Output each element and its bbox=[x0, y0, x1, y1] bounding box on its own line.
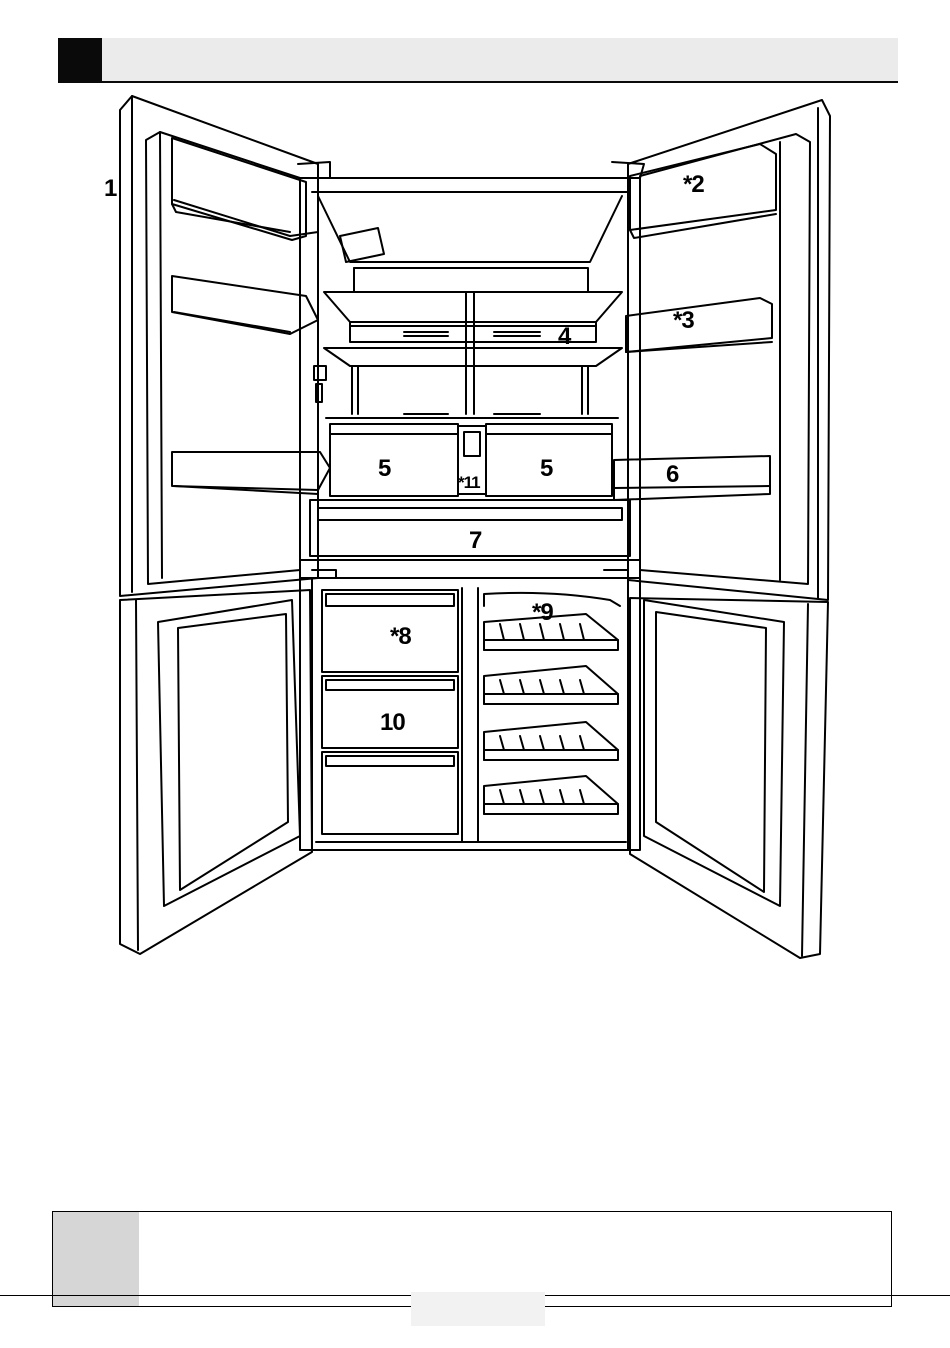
callout-5-left: 5 bbox=[378, 455, 391, 482]
callout-1: 1 bbox=[104, 175, 117, 202]
lower-left-door bbox=[120, 590, 312, 954]
note-icon-area bbox=[53, 1212, 139, 1306]
callout-5-right: 5 bbox=[540, 455, 553, 482]
callout-9: *9 bbox=[532, 599, 553, 626]
callout-8: *8 bbox=[390, 623, 411, 650]
upper-right-door bbox=[614, 100, 830, 600]
upper-left-door bbox=[120, 96, 330, 596]
callout-2: *2 bbox=[683, 171, 704, 198]
callout-3: *3 bbox=[673, 307, 694, 334]
callout-10: 10 bbox=[380, 709, 405, 736]
wine-racks bbox=[484, 593, 620, 814]
lower-right-door bbox=[630, 598, 828, 958]
cabinet bbox=[298, 162, 644, 850]
callout-7: 7 bbox=[469, 527, 482, 554]
callout-6: 6 bbox=[666, 461, 679, 488]
glass-shelves bbox=[324, 268, 622, 418]
page-number-tab bbox=[411, 1292, 545, 1326]
callout-labels: 1 *2 *3 4 5 5 6 7 *8 *9 10 *11 bbox=[104, 171, 704, 736]
callout-11: *11 bbox=[458, 473, 480, 492]
callout-4: 4 bbox=[558, 323, 572, 350]
